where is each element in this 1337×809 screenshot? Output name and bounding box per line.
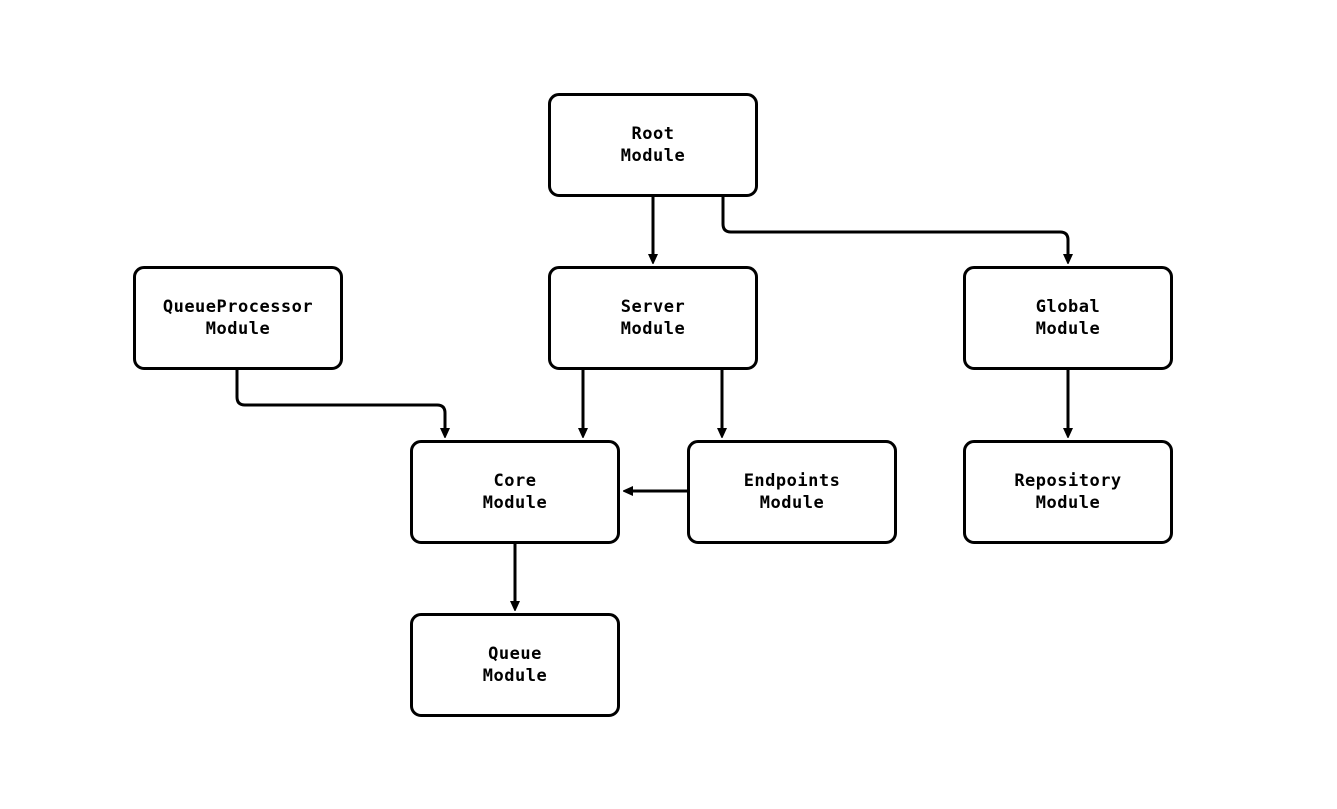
core-module-line2: Module bbox=[482, 493, 548, 513]
queue-module-line2: Module bbox=[482, 666, 548, 686]
global-module-line2: Module bbox=[1035, 319, 1101, 339]
queueprocessor-module-line1: QueueProcessor bbox=[162, 297, 314, 317]
edge-queueprocessor-to-core bbox=[235, 370, 445, 429]
server-module-line1: Server bbox=[620, 297, 686, 317]
server-module-line2: Module bbox=[620, 319, 686, 339]
root-module-line2: Module bbox=[620, 146, 686, 166]
queue-module-line1: Queue bbox=[488, 644, 542, 664]
endpoints-module-line2: Module bbox=[759, 493, 825, 513]
repository-module-line2: Module bbox=[1035, 493, 1101, 513]
endpoints-module-line1: Endpoints bbox=[743, 471, 841, 491]
repository-module-line1: Repository bbox=[1014, 471, 1122, 491]
global-module-line1: Global bbox=[1035, 297, 1101, 317]
queueprocessor-module-line2: Module bbox=[205, 319, 271, 339]
root-module-line1: Root bbox=[631, 124, 675, 144]
core-module-line1: Core bbox=[493, 471, 537, 491]
edge-paths bbox=[235, 197, 1068, 602]
edge-root-to-global bbox=[721, 197, 1068, 255]
